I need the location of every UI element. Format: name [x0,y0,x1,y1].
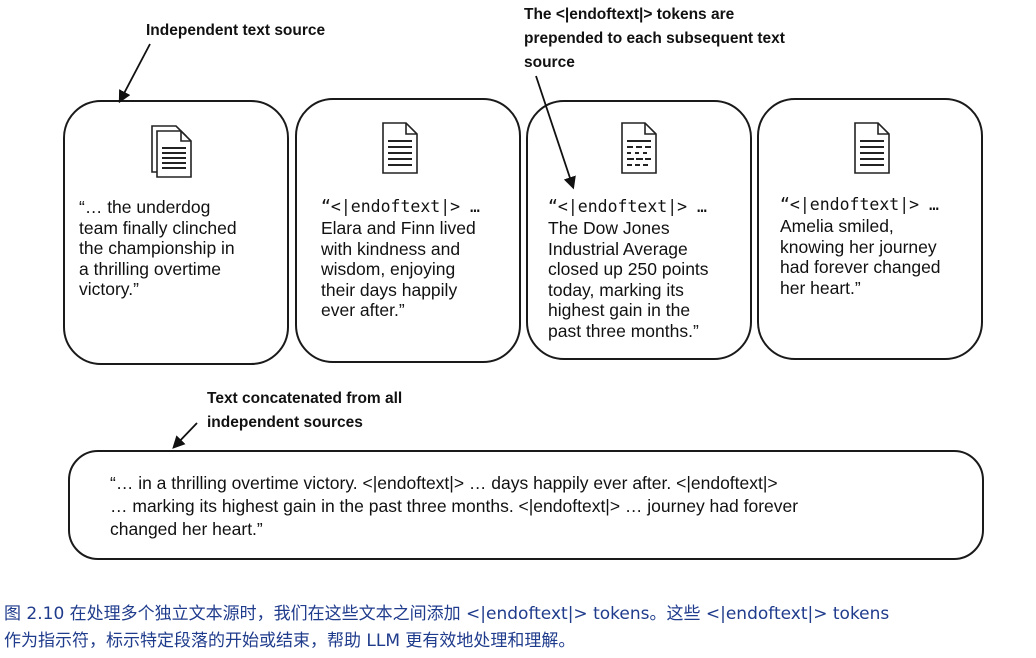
source-token-2: “<|endoftext|> … [321,197,480,216]
arrow-prepended-tokens [535,75,576,190]
source-token-4: “<|endoftext|> … [780,195,939,214]
source-text-3: The Dow Jones Industrial Average closed … [548,218,709,341]
annotation-prepended-tokens: The <|endoftext|> tokens are prepended t… [524,6,785,71]
figure-caption: 图 2.10 在处理多个独立文本源时，我们在这些文本之间添加 <|endofte… [4,604,890,651]
document-icon [382,122,418,174]
arrow-independent-source [118,43,151,104]
arrow-concatenated-text [172,422,198,449]
source-text-1: “… the underdog team finally clinched th… [79,197,237,299]
source-token-3: “<|endoftext|> … [548,197,707,216]
annotation-independent-source: Independent text source [146,22,326,39]
document-icon [854,122,890,174]
source-text-4: Amelia smiled, knowing her journey had f… [780,216,941,298]
source-text-2: Elara and Finn lived with kindness and w… [321,218,476,320]
annotation-concatenated-text: Text concatenated from all independent s… [207,390,403,431]
document-dashed-icon [621,122,657,174]
concatenated-box [68,450,984,560]
stacked-documents-icon [151,125,192,178]
concatenated-text: “… in a thrilling overtime victory. <|en… [110,473,799,539]
